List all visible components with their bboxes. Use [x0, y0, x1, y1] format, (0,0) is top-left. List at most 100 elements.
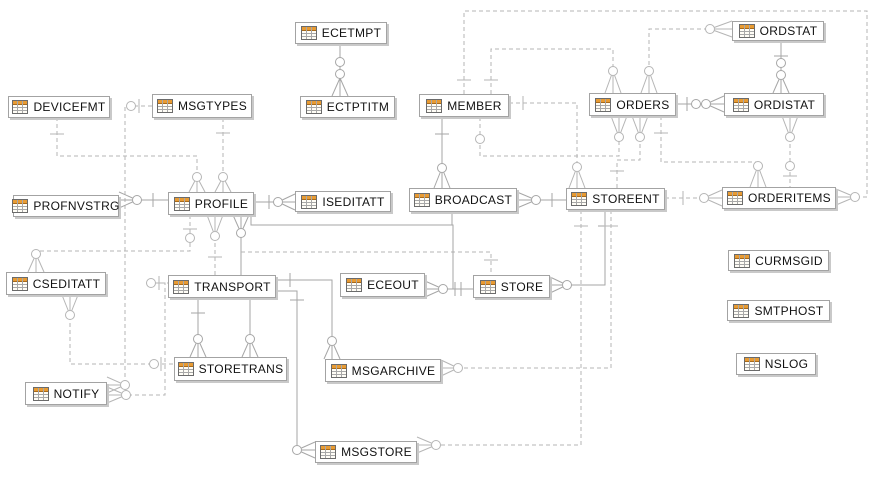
cardinality-circle-icon: [65, 310, 75, 320]
entity-label: NOTIFY: [53, 386, 100, 401]
table-icon: [733, 303, 750, 318]
entity-profnvstrg[interactable]: PROFNVSTRG: [12, 195, 120, 217]
table-icon: [738, 24, 755, 38]
table-icon: [173, 279, 190, 294]
entity-ectptitm[interactable]: ECTPTITM: [300, 96, 395, 118]
relationship-orders-ordistat[interactable]: [676, 95, 725, 113]
relationship-member-orders[interactable]: [475, 115, 628, 157]
entity-msgtypes[interactable]: MSGTYPES: [152, 94, 252, 118]
cardinality-circle-icon: [475, 134, 485, 144]
relationship-ecetmpt-ectptitm[interactable]: [331, 44, 349, 97]
entity-ecetmpt[interactable]: ECETMPT: [295, 22, 387, 44]
cardinality-circle-icon: [438, 284, 448, 294]
entity-store[interactable]: STORE: [473, 275, 550, 298]
relationship-member-orders[interactable]: [484, 48, 622, 94]
entity-eceout[interactable]: ECEOUT: [340, 273, 425, 297]
entity-label: CURMSGID: [755, 253, 823, 268]
relationship-devicefmt-profile[interactable]: [50, 117, 206, 193]
relationship-msgtypes-notify[interactable]: [106, 99, 152, 394]
cardinality-circle-icon: [572, 162, 582, 172]
entity-label: STORETRANS: [198, 362, 284, 376]
relationship-storeent-store[interactable]: [549, 210, 612, 294]
table-icon: [726, 191, 743, 205]
relationship-cseditatt-profile[interactable]: [27, 215, 197, 273]
entity-smtphost[interactable]: SMTPHOST: [727, 300, 830, 321]
entity-label: MSGTYPES: [177, 99, 248, 113]
entity-orders[interactable]: ORDERS: [589, 93, 676, 116]
entity-transport[interactable]: TRANSPORT: [168, 275, 276, 298]
entity-member[interactable]: MEMBER: [419, 94, 509, 117]
cardinality-circle-icon: [776, 70, 786, 80]
relationship-orders-storeent[interactable]: [610, 115, 649, 188]
relationship-transport-storetrans[interactable]: [189, 298, 207, 358]
cardinality-circle-icon: [126, 101, 136, 111]
relationship-storeent-msgstore[interactable]: [416, 210, 588, 454]
cardinality-circle-icon: [193, 334, 203, 344]
entity-label: ECEOUT: [367, 278, 419, 292]
relationship-profile-store[interactable]: [241, 251, 498, 275]
relationship-profile-iseditatt[interactable]: [254, 193, 296, 211]
relationship-ordistat-orderitems[interactable]: [781, 115, 799, 187]
relationship-transport-msgarchive[interactable]: [276, 273, 341, 360]
relationship-notify-transport[interactable]: [106, 276, 168, 404]
relationship-transport-storetrans[interactable]: [241, 298, 259, 358]
relationship-cseditatt-storetrans[interactable]: [61, 294, 174, 371]
cardinality-circle-icon: [236, 228, 246, 238]
table-icon: [479, 279, 496, 294]
relationship-member-storeent[interactable]: [509, 96, 586, 189]
cardinality-circle-icon: [785, 161, 795, 171]
cardinality-circle-icon: [644, 66, 654, 76]
table-icon: [732, 97, 749, 112]
entity-iseditatt[interactable]: ISEDITATT: [295, 191, 391, 212]
cardinality-circle-icon: [210, 231, 220, 241]
relationship-eceout-store[interactable]: [424, 280, 473, 298]
entity-curmsgid[interactable]: CURMSGID: [728, 250, 829, 271]
entity-ordistat[interactable]: ORDISTAT: [724, 93, 824, 116]
relationship-member-broadcast[interactable]: [433, 117, 451, 189]
relationship-storeent-msgarchive[interactable]: [440, 210, 618, 377]
cardinality-circle-icon: [121, 390, 131, 400]
entity-label: ORDSTAT: [759, 24, 818, 38]
entity-label: PROFNVSTRG: [33, 199, 120, 213]
relationship-msgtypes-profile[interactable]: [214, 118, 232, 193]
relationship-broadcast-storeent[interactable]: [516, 191, 566, 209]
relationship-transport-profile[interactable]: [206, 214, 224, 275]
entity-nslog[interactable]: NSLOG: [736, 353, 816, 375]
entity-storeent[interactable]: STOREENT: [566, 188, 665, 210]
relationship-ordstat-ordistat[interactable]: [772, 41, 790, 94]
table-icon: [12, 199, 29, 213]
relationship-ordstat-orders[interactable]: [640, 20, 733, 94]
table-icon: [320, 445, 337, 459]
relationship-orders-orderitems[interactable]: [654, 116, 767, 188]
relationship-member-orderitems[interactable]: [457, 10, 868, 206]
entity-label: ECTPTITM: [326, 100, 390, 114]
entity-profile[interactable]: PROFILE: [168, 192, 254, 215]
table-icon: [413, 193, 430, 207]
cardinality-circle-icon: [192, 172, 202, 182]
cardinality-circle-icon: [431, 440, 441, 450]
cardinality-circle-icon: [120, 380, 130, 390]
cardinality-circle-icon: [453, 363, 463, 373]
cardinality-circle-icon: [437, 163, 447, 173]
entity-cseditatt[interactable]: CSEDITATT: [6, 272, 106, 295]
relationship-profnvstrg-profile[interactable]: [118, 191, 168, 209]
entity-orderitems[interactable]: ORDERITEMS: [722, 187, 836, 209]
entity-ordstat[interactable]: ORDSTAT: [732, 21, 824, 41]
relationship-storeent-orderitems[interactable]: [665, 189, 723, 207]
entity-storetrans[interactable]: STORETRANS: [174, 357, 287, 381]
entity-devicefmt[interactable]: DEVICEFMT: [8, 96, 110, 118]
cardinality-circle-icon: [753, 161, 763, 171]
table-icon: [305, 100, 322, 114]
table-icon: [330, 363, 347, 378]
table-icon: [346, 278, 363, 292]
entity-msgarchive[interactable]: MSGARCHIVE: [325, 359, 441, 382]
relationship-transport-profile[interactable]: [232, 214, 250, 275]
entity-label: ISEDITATT: [322, 194, 385, 209]
entity-notify[interactable]: NOTIFY: [25, 382, 107, 405]
cardinality-circle-icon: [785, 132, 795, 142]
table-icon: [156, 99, 173, 113]
entity-msgstore[interactable]: MSGSTORE: [315, 441, 417, 463]
relationship-transport-msgstore[interactable]: [276, 290, 316, 459]
entity-broadcast[interactable]: BROADCAST: [409, 188, 517, 212]
